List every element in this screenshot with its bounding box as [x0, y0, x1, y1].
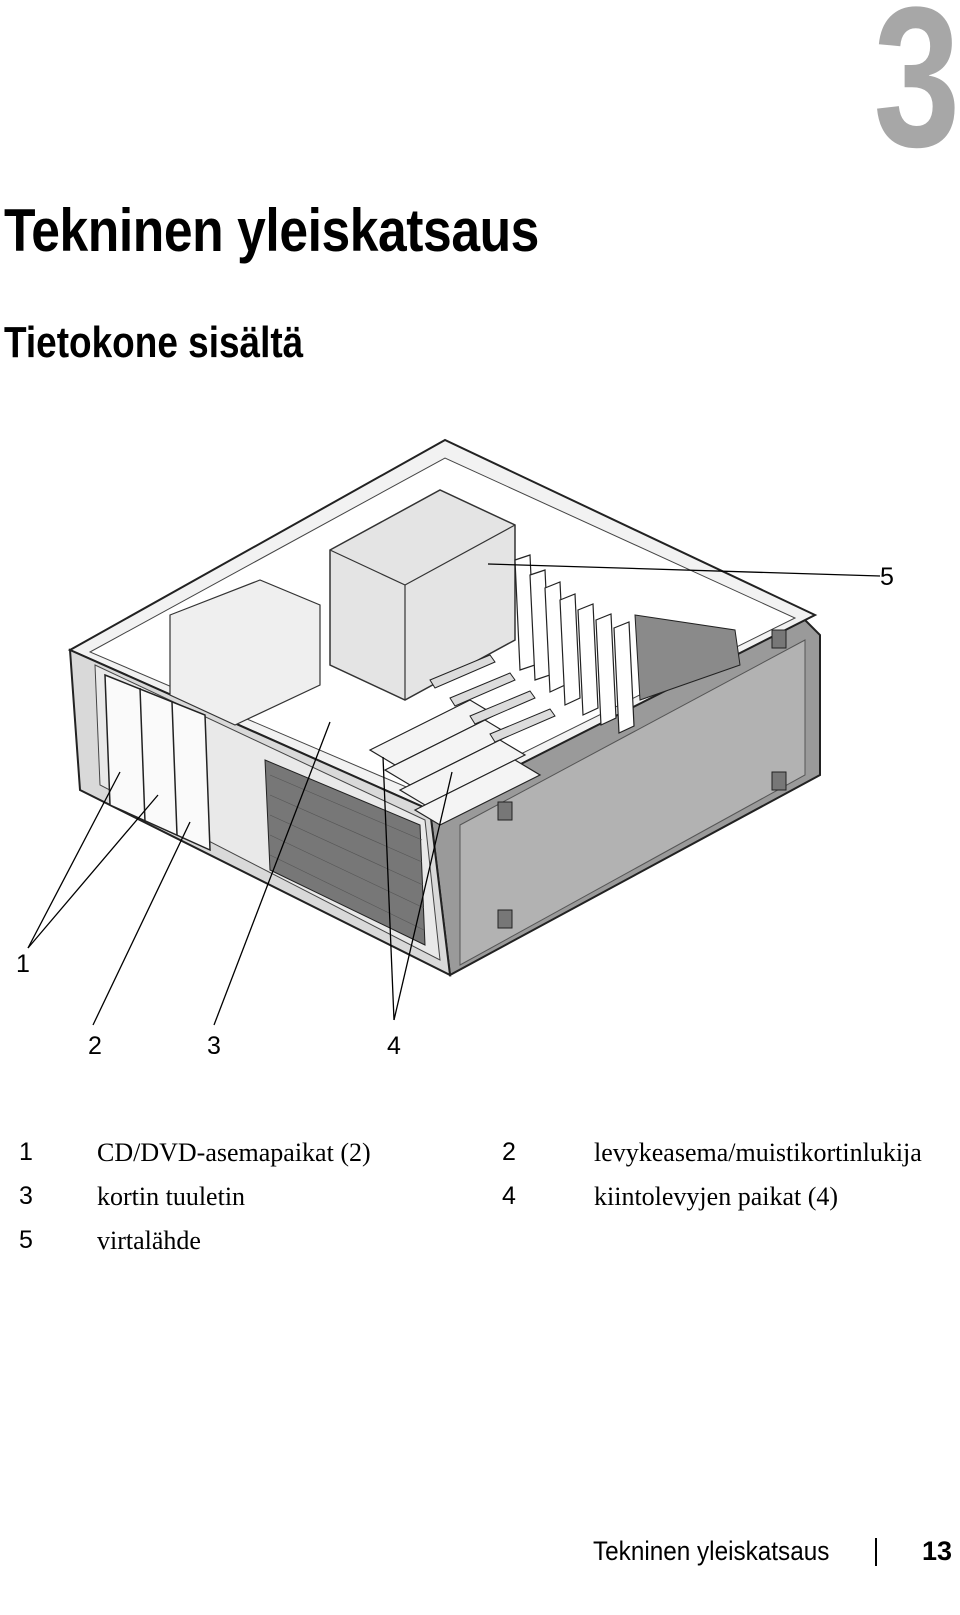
chapter-number: 3	[873, 0, 960, 189]
power-supply	[329, 489, 516, 701]
legend-text: CD/DVD-asemapaikat (2)	[97, 1138, 371, 1167]
legend-text: levykeasema/muistikortinlukija	[594, 1138, 922, 1167]
callout-1: 1	[16, 950, 30, 978]
legend-number: 5	[19, 1226, 33, 1254]
page-number: 13	[922, 1536, 953, 1566]
computer-interior-illustration: 5 1 2 3 4	[0, 430, 960, 1090]
footer-title: Tekninen yleiskatsaus	[593, 1536, 830, 1566]
page-footer: Tekninen yleiskatsaus 13	[0, 1536, 960, 1576]
legend-row: 5 virtalähde	[0, 1226, 960, 1266]
callout-2: 2	[88, 1032, 102, 1060]
footer-separator	[875, 1538, 877, 1566]
callout-5: 5	[880, 563, 894, 591]
callout-3: 3	[207, 1032, 221, 1060]
legend-text: kortin tuuletin	[97, 1182, 246, 1211]
legend-row: 3 kortin tuuletin 4 kiintolevyjen paikat…	[0, 1182, 960, 1222]
legend-text: virtalähde	[97, 1226, 201, 1255]
legend-text: kiintolevyjen paikat (4)	[594, 1182, 839, 1211]
section-title: Tietokone sisältä	[4, 318, 304, 367]
expansion-cards	[514, 554, 635, 734]
legend-number: 3	[19, 1182, 33, 1210]
callout-4: 4	[387, 1032, 401, 1060]
legend-number: 1	[19, 1138, 33, 1166]
legend-number: 4	[502, 1182, 516, 1210]
chapter-title: Tekninen yleiskatsaus	[4, 197, 539, 264]
legend-row: 1 CD/DVD-asemapaikat (2) 2 levykeasema/m…	[0, 1138, 960, 1178]
legend-number: 2	[502, 1138, 516, 1166]
